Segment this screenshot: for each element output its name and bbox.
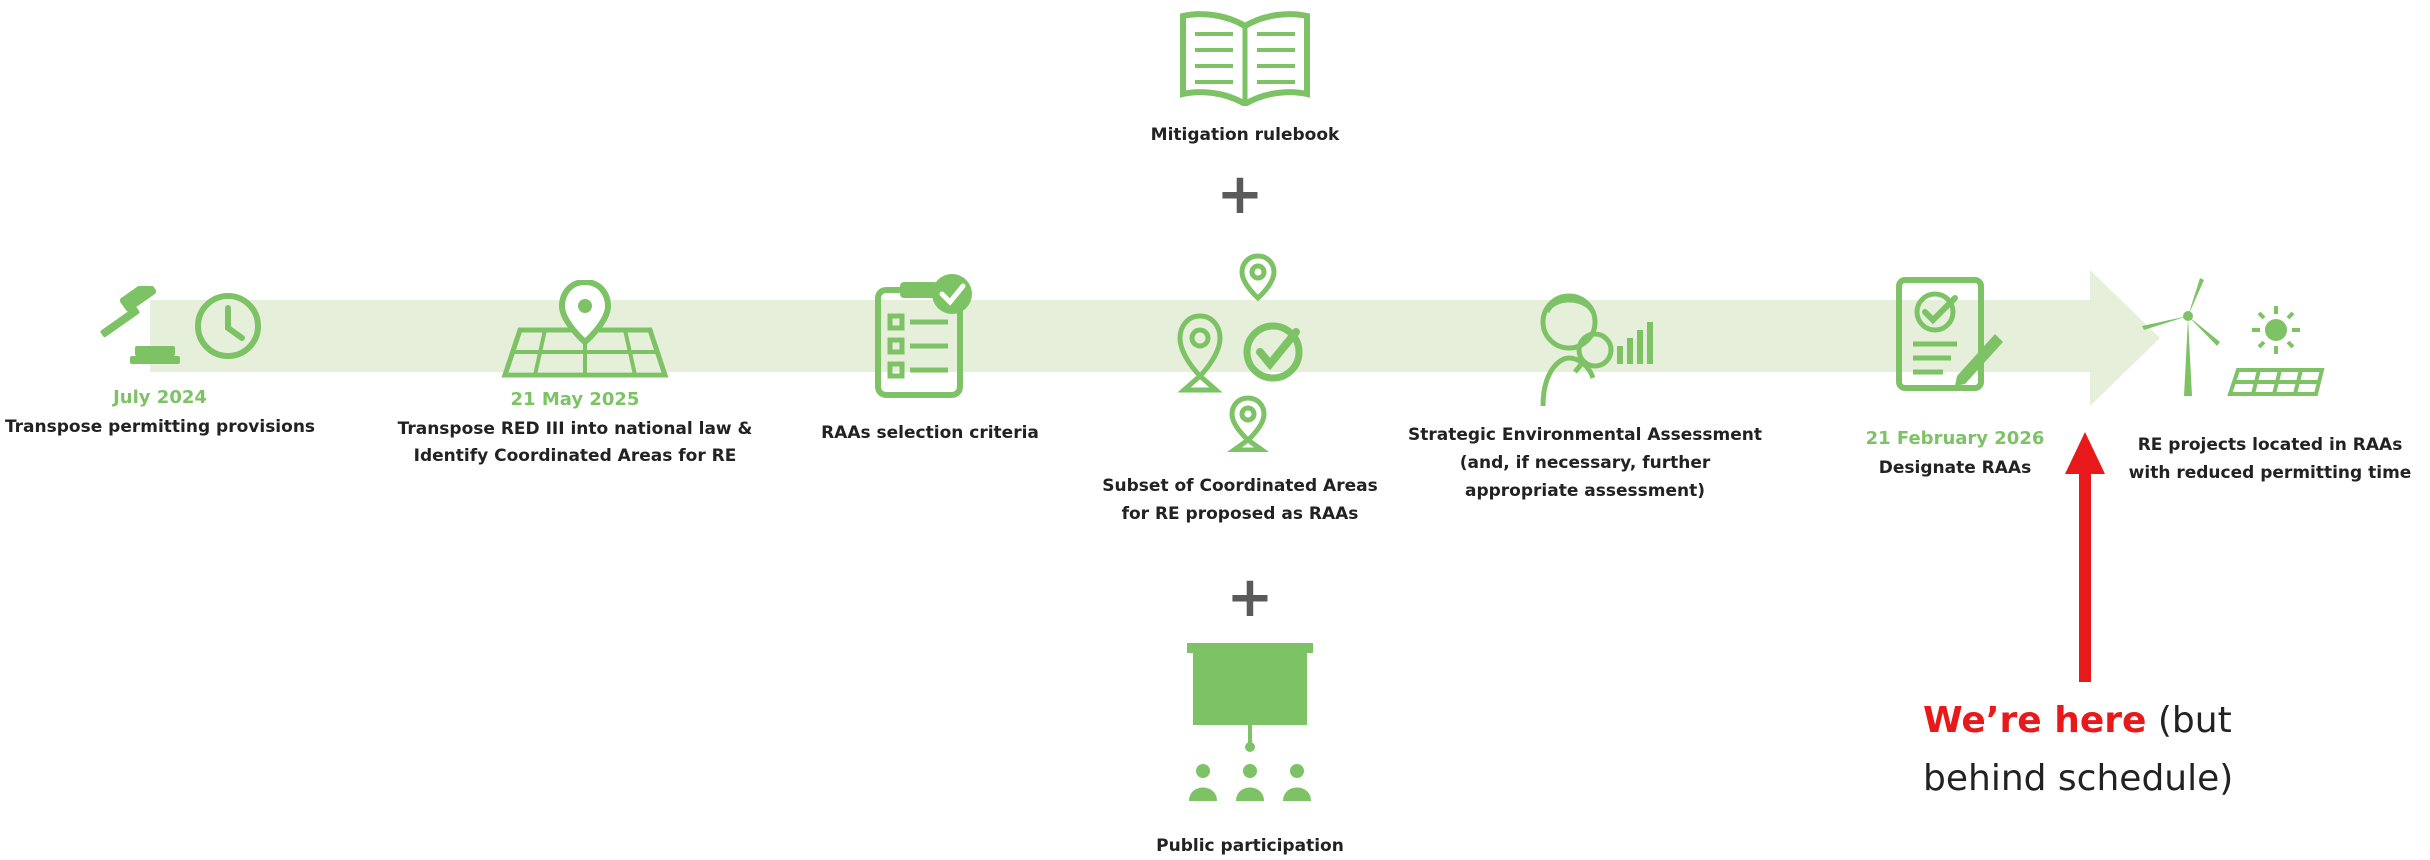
step7-label-line2: with reduced permitting time [2128,463,2412,483]
plus-bottom: + [1226,565,1274,630]
callout-line1: We’re here (but [1923,692,2233,750]
location-pins-check-icon [1170,252,1310,452]
callout-rest-line1: (but [2146,700,2232,741]
callout-bold: We’re here [1923,700,2147,741]
step5-label-line3: appropriate assessment) [1464,481,1706,501]
map-pin-icon [500,280,670,380]
gavel-clock-icon [90,286,270,376]
plus-top: + [1216,162,1264,227]
presentation-audience-icon [1185,643,1315,803]
approved-document-icon [1895,276,2005,396]
step2-label-line2: Identify Coordinated Areas for RE [413,446,737,466]
step6-label: Designate RAAs [1878,458,2032,478]
red-up-arrow [2065,432,2105,682]
public-participation-label: Public participation [1156,836,1344,856]
mitigation-rulebook-label: Mitigation rulebook [1150,125,1340,145]
checklist-icon [870,272,980,402]
step3-label: RAAs selection criteria [821,423,1039,443]
wind-turbine-solar-icon [2140,278,2330,398]
step1-label: Transpose permitting provisions [4,417,316,437]
step6-date: 21 February 2026 [1865,428,2045,449]
step5-label-line2: (and, if necessary, further [1459,453,1711,473]
step7-label-line1: RE projects located in RAAs [2137,435,2403,455]
timeline-arrowhead [2090,270,2160,406]
step4-label-line1: Subset of Coordinated Areas [1102,476,1378,496]
step5-label-line1: Strategic Environmental Assessment [1408,425,1762,445]
timeline-band [150,300,2090,372]
step1-date: July 2024 [113,387,207,408]
step4-label-line2: for RE proposed as RAAs [1121,504,1359,524]
callout-line2: behind schedule) [1923,758,2234,799]
person-magnifier-chart-icon [1535,288,1665,408]
callout-text: We’re here (but behind schedule) [1923,692,2233,808]
step2-label-line1: Transpose RED III into national law & [397,419,753,439]
step2-date: 21 May 2025 [510,389,640,410]
open-book-icon [1175,6,1315,106]
